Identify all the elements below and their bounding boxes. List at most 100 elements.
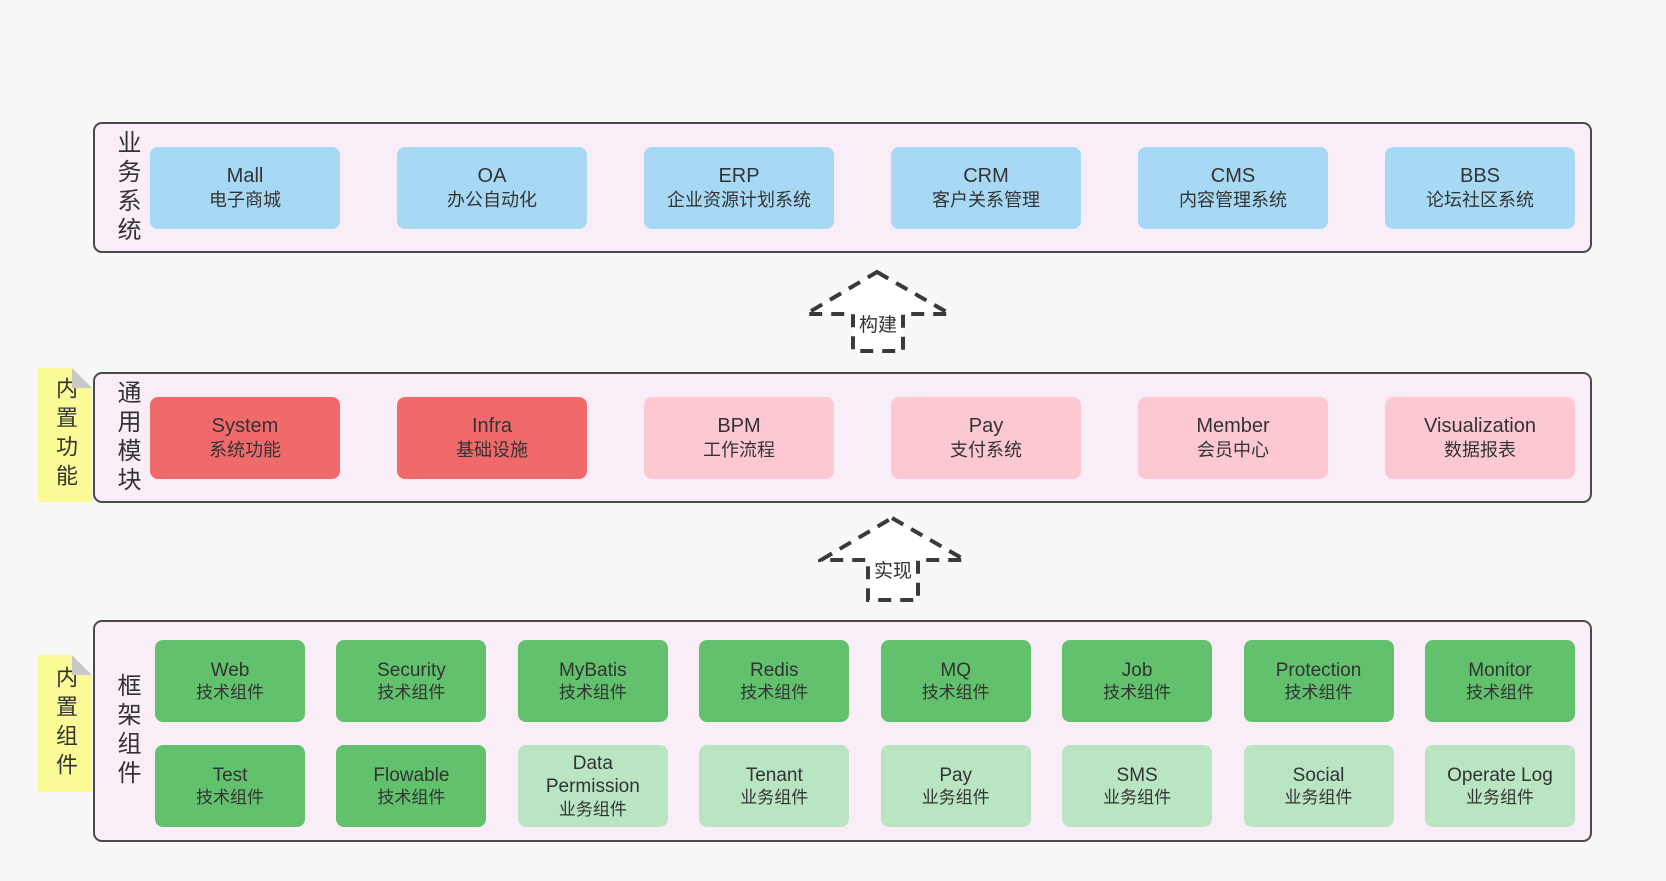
common-modules-boxes: System 系统功能 Infra 基础设施 BPM 工作流程 Pay 支付系统… (150, 396, 1575, 479)
box-title: Pay (939, 764, 973, 786)
box-title: SMS (1116, 764, 1158, 786)
box-subtitle: 电子商城 (209, 189, 281, 210)
box-subtitle: 支付系统 (950, 439, 1022, 460)
box-title: Web (210, 659, 250, 681)
box-subtitle: 会员中心 (1197, 439, 1269, 460)
box-oa: OA 办公自动化 (397, 146, 587, 229)
box-title: Visualization (1424, 414, 1536, 437)
box-member: Member 会员中心 (1138, 396, 1328, 479)
box-title: Protection (1275, 659, 1362, 681)
box-title: OA (477, 164, 507, 187)
box-subtitle: 企业资源计划系统 (667, 189, 811, 210)
box-operate-log: Operate Log 业务组件 (1424, 745, 1575, 827)
box-system: System 系统功能 (150, 396, 340, 479)
box-subtitle: 业务组件 (1284, 788, 1353, 808)
box-crm: CRM 客户关系管理 (891, 146, 1081, 229)
box-sms: SMS 业务组件 (1062, 745, 1213, 827)
box-title: System (211, 414, 279, 437)
box-subtitle: 技术组件 (196, 683, 264, 703)
box-subtitle: 业务组件 (558, 800, 627, 820)
box-subtitle: 技术组件 (377, 788, 446, 808)
box-subtitle: 技术组件 (1284, 683, 1353, 703)
arrow-build: 构建 (803, 269, 953, 354)
arrow-build-label: 构建 (856, 315, 900, 338)
sticky-note-label: 内置功能 (53, 377, 78, 493)
arrow-implement-label: 实现 (871, 561, 915, 584)
box-cms: CMS 内容管理系统 (1138, 146, 1328, 229)
box-title: Monitor (1468, 659, 1532, 681)
box-monitor: Monitor 技术组件 (1424, 640, 1575, 722)
box-subtitle: 技术组件 (196, 788, 264, 808)
box-redis: Redis 技术组件 (699, 640, 850, 722)
box-title: Security (377, 659, 446, 681)
box-bpm: BPM 工作流程 (644, 396, 834, 479)
box-mall: Mall 电子商城 (150, 146, 340, 229)
layer-title-business-systems: 业务系统 (113, 129, 140, 246)
layer-business-systems: 业务系统 Mall 电子商城 OA 办公自动化 ERP 企业资源计划系统 CRM… (93, 122, 1592, 253)
framework-components-row-1: Web 技术组件 Security 技术组件 MyBatis 技术组件 Redi… (155, 640, 1575, 722)
arrow-implement: 实现 (818, 515, 968, 603)
box-social: Social 业务组件 (1243, 745, 1394, 827)
box-flowable: Flowable 技术组件 (336, 745, 487, 827)
box-title: Social (1292, 764, 1345, 786)
box-title: CRM (963, 164, 1009, 187)
layer-common-modules: 通用模块 System 系统功能 Infra 基础设施 BPM 工作流程 Pay… (93, 372, 1592, 503)
box-bbs: BBS 论坛社区系统 (1385, 146, 1575, 229)
box-title: BBS (1459, 164, 1501, 187)
box-tenant: Tenant 业务组件 (699, 745, 850, 827)
box-title: CMS (1210, 164, 1256, 187)
box-visualization: Visualization 数据报表 (1385, 396, 1575, 479)
box-subtitle: 客户关系管理 (932, 189, 1040, 210)
box-title: MyBatis (559, 659, 627, 681)
framework-components-row-2: Test 技术组件 Flowable 技术组件 Data Permission … (155, 745, 1575, 827)
box-subtitle: 技术组件 (558, 683, 627, 703)
box-subtitle: 技术组件 (740, 683, 809, 703)
box-infra: Infra 基础设施 (397, 396, 587, 479)
box-title: BPM (717, 414, 761, 437)
up-arrow-dashed-icon (818, 515, 968, 602)
box-subtitle: 工作流程 (703, 439, 775, 460)
box-title: Mall (226, 164, 264, 187)
box-subtitle: 技术组件 (377, 683, 446, 703)
box-test: Test 技术组件 (155, 745, 305, 827)
box-title: Test (212, 764, 248, 786)
box-title: Member (1196, 414, 1270, 437)
box-title: Tenant (745, 764, 803, 786)
box-title: Infra (471, 414, 513, 437)
box-mq: MQ 技术组件 (880, 640, 1031, 722)
up-arrow-dashed-icon (803, 269, 953, 353)
sticky-note-label: 内置组件 (53, 665, 78, 782)
box-subtitle: 技术组件 (1103, 683, 1172, 703)
box-title: Flowable (373, 764, 450, 786)
box-subtitle: 技术组件 (1465, 683, 1534, 703)
box-subtitle: 系统功能 (209, 439, 281, 460)
box-title: Pay (968, 414, 1004, 437)
box-data-permission: Data Permission 业务组件 (517, 745, 668, 827)
box-pay-module: Pay 支付系统 (891, 396, 1081, 479)
box-title: Redis (749, 659, 799, 681)
box-mybatis: MyBatis 技术组件 (517, 640, 668, 722)
box-web: Web 技术组件 (155, 640, 305, 722)
box-job: Job 技术组件 (1062, 640, 1213, 722)
box-title: MQ (940, 659, 971, 681)
layer-framework-components: 框架组件 Web 技术组件 Security 技术组件 MyBatis 技术组件… (93, 620, 1592, 842)
box-security: Security 技术组件 (336, 640, 487, 722)
box-title: Operate Log (1447, 764, 1553, 786)
box-title: ERP (718, 164, 760, 187)
box-protection: Protection 技术组件 (1243, 640, 1394, 722)
box-subtitle: 业务组件 (1465, 788, 1534, 808)
box-subtitle: 业务组件 (740, 788, 809, 808)
box-title: Job (1121, 659, 1153, 681)
sticky-note-built-in-components: 内置组件 (38, 655, 92, 792)
layer-title-common-modules: 通用模块 (113, 379, 140, 496)
box-subtitle: 数据报表 (1444, 439, 1516, 460)
framework-components-rows: Web 技术组件 Security 技术组件 MyBatis 技术组件 Redi… (155, 640, 1575, 827)
box-subtitle: 内容管理系统 (1179, 189, 1287, 210)
box-subtitle: 办公自动化 (447, 189, 537, 210)
box-subtitle: 业务组件 (921, 788, 990, 808)
layer-title-framework-components: 框架组件 (113, 673, 140, 789)
box-erp: ERP 企业资源计划系统 (644, 146, 834, 229)
box-pay-component: Pay 业务组件 (880, 745, 1031, 827)
business-systems-boxes: Mall 电子商城 OA 办公自动化 ERP 企业资源计划系统 CRM 客户关系… (150, 146, 1575, 229)
sticky-note-built-in-features: 内置功能 (38, 368, 92, 502)
